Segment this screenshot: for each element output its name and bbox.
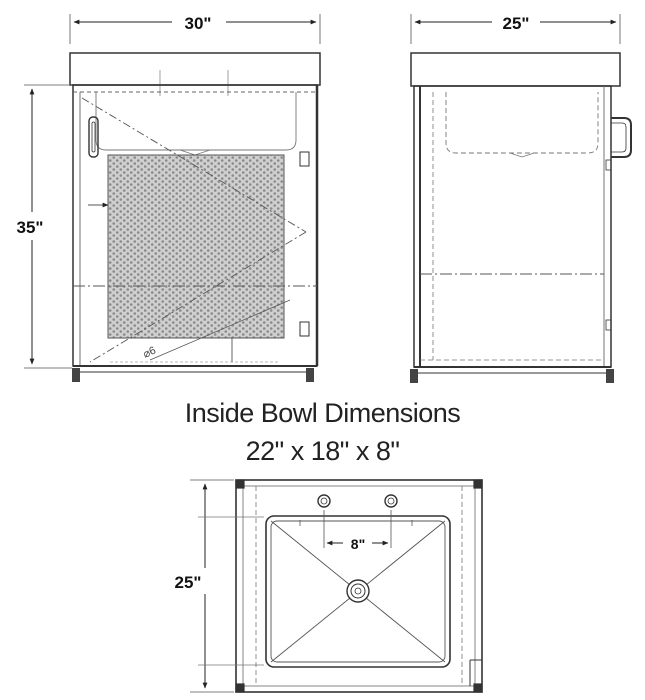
front-view bbox=[24, 14, 321, 382]
side-depth-label: 25" bbox=[503, 14, 530, 33]
bowl-dimensions: 22" x 18" x 8" bbox=[245, 436, 400, 466]
front-height-label: 35" bbox=[17, 218, 44, 237]
side-view bbox=[410, 14, 632, 383]
bowl-top-view bbox=[190, 479, 483, 693]
diameter-label: ⌀6 bbox=[141, 345, 158, 361]
faucet-spacing-label: 8" bbox=[351, 536, 365, 552]
front-width-label: 30" bbox=[185, 14, 212, 33]
bowl-depth-label: 25" bbox=[175, 573, 202, 592]
bowl-title: Inside Bowl Dimensions bbox=[184, 398, 461, 428]
